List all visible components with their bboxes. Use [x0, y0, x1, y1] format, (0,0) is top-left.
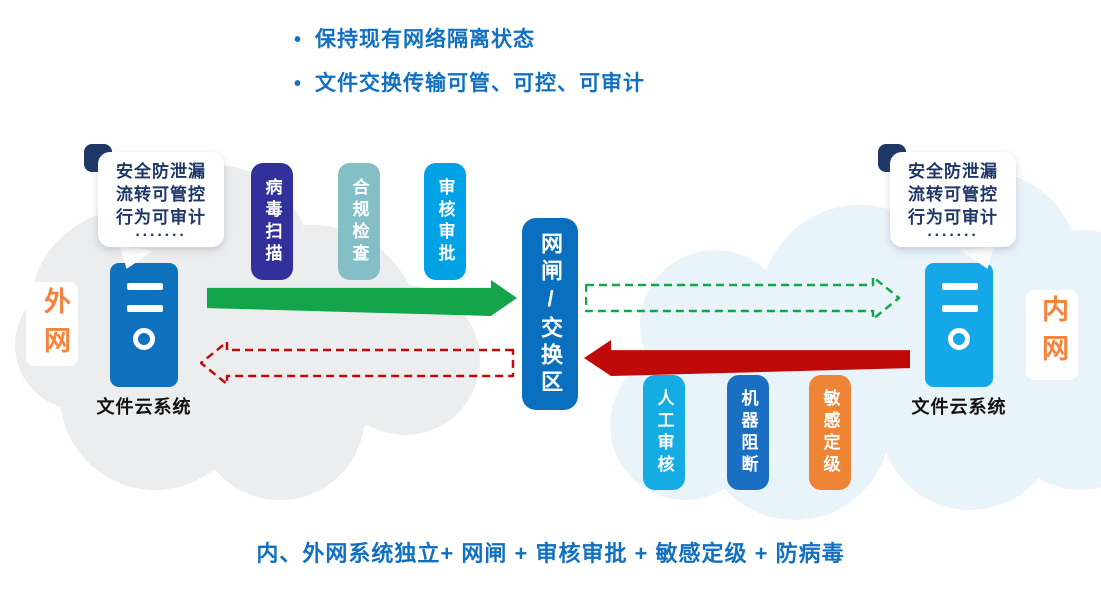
external-label-backdrop [26, 282, 78, 366]
right-callout-line-2: 流转可管控 [908, 185, 998, 204]
footer-summary: 内、外网系统独立+ 网闸 + 审核审批 + 敏感定级 + 防病毒 [256, 541, 845, 566]
left-callout-line-2: 流转可管控 [116, 185, 206, 204]
bullet-item-1: • 保持现有网络隔离状态 [294, 28, 535, 52]
left-system-label: 文件云系统 [96, 397, 192, 417]
bullet-2-text: 文件交换传输可管、可控、可审计 [315, 72, 646, 95]
right-callout-line-3: 行为可审计 [908, 208, 998, 227]
internal-label-backdrop [1026, 290, 1078, 380]
left-callout-line-1: 安全防泄漏 [116, 162, 206, 181]
pill-sensitivity-grading: 敏感定级 [809, 375, 851, 490]
pill-manual-review: 人工审核 [643, 375, 685, 490]
external-server-icon [110, 263, 178, 387]
internal-server-icon [925, 263, 993, 387]
left-callout-dots: ······· [135, 227, 187, 244]
left-callout-line-3: 行为可审计 [116, 208, 206, 227]
right-callout-line-1: 安全防泄漏 [908, 162, 998, 181]
bullet-item-2: • 文件交换传输可管、可控、可审计 [294, 72, 645, 96]
pill-virus-scan: 病毒扫描 [251, 163, 293, 280]
left-callout-tail [116, 245, 154, 273]
bullet-icon: • [294, 29, 302, 51]
right-system-label: 文件云系统 [911, 397, 1007, 417]
gateway-label: 网闸/交换区 [538, 231, 563, 397]
external-network-label: 外网 [40, 287, 70, 365]
left-callout-bubble: 安全防泄漏 流转可管控 行为可审计 ······· [98, 152, 224, 247]
bullet-icon: • [294, 73, 302, 95]
right-callout-dots: ······· [927, 227, 979, 244]
gateway-exchange-box: 网闸/交换区 [522, 218, 578, 410]
pill-machine-block: 机器阻断 [727, 375, 769, 490]
outbound-dashed-arrow [585, 276, 901, 320]
right-callout-bubble: 安全防泄漏 流转可管控 行为可审计 ······· [890, 152, 1016, 247]
inbound-dashed-arrow [200, 341, 515, 385]
internal-network-label: 内网 [1038, 295, 1068, 373]
pill-review-approval: 审核审批 [424, 163, 466, 280]
pill-compliance-check: 合规检查 [338, 163, 380, 280]
bullet-1-text: 保持现有网络隔离状态 [315, 28, 536, 51]
right-callout-tail [960, 245, 998, 273]
